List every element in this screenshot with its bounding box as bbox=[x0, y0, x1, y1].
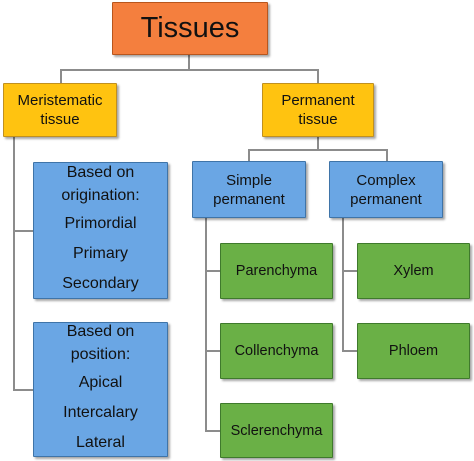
connector-to-meristematic bbox=[60, 69, 62, 83]
origination-heading-line1: Based on bbox=[66, 163, 135, 181]
origination-item: Secondary bbox=[62, 274, 139, 292]
connector-root-down bbox=[188, 55, 190, 70]
position-item: Apical bbox=[78, 373, 123, 391]
node-based-on-position: Based on position: Apical Intercalary La… bbox=[33, 322, 168, 457]
node-sclerenchyma: Sclerenchyma bbox=[220, 403, 333, 458]
position-heading-line1: Based on bbox=[66, 322, 135, 340]
connector-to-collenchyma bbox=[205, 350, 220, 352]
node-complex-permanent: Complex permanent bbox=[329, 161, 443, 218]
connector-to-simple bbox=[248, 149, 250, 161]
node-permanent-tissue: Permanent tissue bbox=[262, 83, 374, 137]
node-meristematic-tissue: Meristematic tissue bbox=[3, 83, 117, 137]
xylem-label: Xylem bbox=[393, 263, 434, 279]
position-heading-line2: position: bbox=[70, 345, 131, 363]
connector-to-sclerenchyma bbox=[205, 430, 220, 432]
root-node-tissues: Tissues bbox=[112, 2, 268, 55]
parenchyma-label: Parenchyma bbox=[235, 263, 318, 279]
origination-heading-line2: origination: bbox=[61, 186, 140, 204]
connector-to-xylem bbox=[342, 270, 357, 272]
simple-label-line2: permanent bbox=[213, 190, 285, 208]
simple-label-line1: Simple bbox=[226, 171, 272, 189]
connector-to-permanent bbox=[317, 69, 319, 83]
position-item: Lateral bbox=[76, 433, 125, 451]
collenchyma-label: Collenchyma bbox=[234, 343, 319, 359]
node-simple-permanent: Simple permanent bbox=[192, 161, 306, 218]
node-parenchyma: Parenchyma bbox=[220, 243, 333, 299]
connector-root-horizontal bbox=[60, 69, 318, 71]
connector-permanent-horizontal bbox=[248, 149, 388, 151]
origination-item: Primordial bbox=[64, 214, 137, 232]
root-label: Tissues bbox=[140, 12, 240, 44]
position-item: Intercalary bbox=[63, 403, 138, 421]
permanent-label-line1: Permanent bbox=[281, 92, 355, 109]
connector-complex-trunk bbox=[342, 218, 344, 352]
connector-to-complex bbox=[386, 149, 388, 161]
connector-to-parenchyma bbox=[205, 270, 220, 272]
meristematic-label-line1: Meristematic bbox=[17, 92, 103, 109]
connector-permanent-down bbox=[317, 137, 319, 150]
connector-to-position bbox=[13, 389, 33, 391]
sclerenchyma-label: Sclerenchyma bbox=[230, 422, 323, 439]
node-collenchyma: Collenchyma bbox=[220, 323, 333, 379]
connector-to-phloem bbox=[342, 350, 357, 352]
meristematic-label-line2: tissue bbox=[40, 111, 80, 128]
complex-label-line1: Complex bbox=[356, 171, 416, 189]
permanent-label-line2: tissue bbox=[298, 111, 338, 128]
connector-meristematic-trunk bbox=[13, 137, 15, 390]
node-based-on-origination: Based on origination: Primordial Primary… bbox=[33, 162, 168, 299]
complex-label-line2: permanent bbox=[350, 190, 422, 208]
phloem-label: Phloem bbox=[388, 343, 439, 359]
node-xylem: Xylem bbox=[357, 243, 470, 299]
connector-to-origination bbox=[13, 230, 33, 232]
origination-item: Primary bbox=[72, 244, 129, 262]
connector-simple-trunk bbox=[205, 218, 207, 431]
node-phloem: Phloem bbox=[357, 323, 470, 379]
